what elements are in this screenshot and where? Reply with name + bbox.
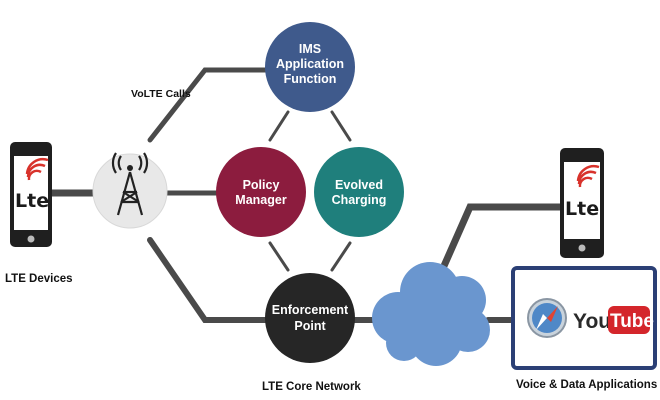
line-tower-ims xyxy=(147,67,280,143)
policy-line-2: Manager xyxy=(235,193,287,207)
lte-signal-icon xyxy=(25,157,49,181)
applications-frame xyxy=(511,266,657,370)
applications-box: You Tube xyxy=(511,266,657,370)
node-policy: Policy Manager xyxy=(216,147,306,237)
enforcement-circle xyxy=(265,273,355,363)
enforcement-line-2: Point xyxy=(294,319,326,333)
node-charging: Evolved Charging xyxy=(314,147,404,237)
policy-line-1: Policy xyxy=(243,178,280,192)
charging-line-1: Evolved xyxy=(335,178,383,192)
ims-line-3: Function xyxy=(284,72,337,86)
policy-circle xyxy=(216,147,306,237)
line-ims-charging xyxy=(330,110,352,142)
youtube-tube-badge xyxy=(608,306,650,334)
youtube-logo: You Tube xyxy=(573,306,654,334)
tower-node xyxy=(92,152,168,229)
ims-circle xyxy=(265,22,355,112)
label-lte-core-network: LTE Core Network xyxy=(262,381,361,393)
ims-line-2: Application xyxy=(276,57,344,71)
cell-tower-icon xyxy=(111,152,149,216)
youtube-tube-text: Tube xyxy=(610,311,654,332)
phone-home-button-icon xyxy=(578,244,586,252)
tower-top-dot xyxy=(127,165,133,171)
line-tower-enforcement xyxy=(147,237,278,323)
youtube-you-text: You xyxy=(573,310,611,333)
charging-circle xyxy=(314,147,404,237)
label-voice-data-applications: Voice & Data Applications xyxy=(516,379,657,391)
line-policy-enforcement xyxy=(268,241,290,272)
line-cloud-phone xyxy=(436,203,564,279)
line-charging-enforcement xyxy=(330,241,352,272)
lte-logo-text: Lte xyxy=(15,190,49,212)
lte-device-left: Lte xyxy=(10,142,52,247)
ims-line-1: IMS xyxy=(299,42,321,56)
lte-signal-icon xyxy=(576,164,600,188)
cloud-icon xyxy=(372,262,490,366)
label-volte-calls: VoLTE Calls xyxy=(131,88,191,100)
line-ims-policy xyxy=(268,110,290,142)
lte-logo-text: Lte xyxy=(565,198,599,220)
node-enforcement: Enforcement Point xyxy=(265,273,355,363)
phone-home-button-icon xyxy=(27,235,35,243)
node-ims: IMS Application Function xyxy=(265,22,355,112)
connection-lines xyxy=(48,67,564,323)
safari-compass-icon xyxy=(527,298,567,338)
lte-device-right: Lte xyxy=(560,148,604,258)
enforcement-line-1: Enforcement xyxy=(272,303,349,317)
charging-line-2: Charging xyxy=(332,193,387,207)
label-lte-devices: LTE Devices xyxy=(5,273,73,285)
